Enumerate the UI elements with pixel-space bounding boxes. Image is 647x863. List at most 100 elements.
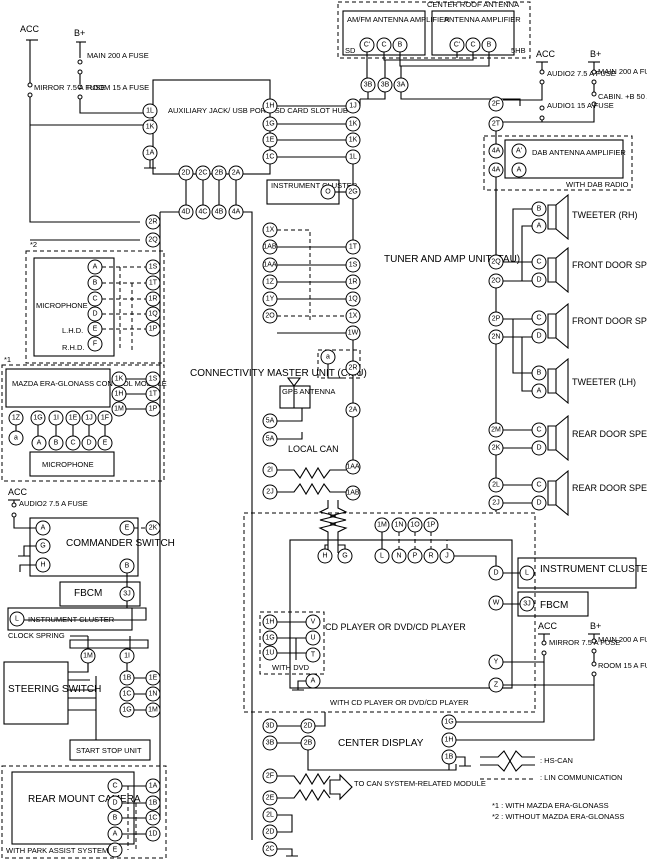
svg-text:4B: 4B	[215, 209, 224, 216]
front-door-rh-label: FRONT DOOR SPEAKER (RH)	[572, 260, 647, 270]
center-display-pins: 3D 3B 2D 2B 1G 1H 1B 2F 2E 2L 2D 2C	[262, 714, 457, 857]
microphone-label-1: MICROPHONE	[36, 301, 88, 310]
svg-text:1AA: 1AA	[346, 464, 360, 471]
legend-lin: : LIN COMMUNICATION	[540, 773, 622, 782]
local-can-label: LOCAL CAN	[288, 444, 339, 454]
svg-text:D: D	[536, 500, 541, 507]
cd-player-label: CD PLAYER OR DVD/CD PLAYER	[325, 622, 466, 632]
svg-text:1Q: 1Q	[148, 311, 158, 318]
svg-text:1S: 1S	[349, 262, 358, 269]
svg-text:A: A	[93, 264, 98, 271]
aux-hub-box	[152, 79, 271, 175]
svg-text:D: D	[493, 570, 498, 577]
svg-text:1X: 1X	[349, 313, 358, 320]
svg-text:C: C	[112, 783, 117, 790]
svg-text:1E: 1E	[266, 137, 275, 144]
instrument-cluster-top-label: INSTRUMENT CLUSTER	[271, 181, 358, 190]
svg-text:2D: 2D	[304, 723, 313, 730]
pin-aux-1l: 1L	[146, 108, 154, 115]
svg-text:A: A	[113, 831, 118, 838]
svg-text:4C: 4C	[199, 209, 208, 216]
svg-text:5A: 5A	[266, 418, 275, 425]
svg-text:2C: 2C	[266, 846, 275, 853]
svg-text:1D: 1D	[149, 831, 158, 838]
svg-text:O: O	[325, 189, 331, 196]
svg-text:1U: 1U	[266, 650, 275, 657]
mic-box	[33, 257, 115, 357]
tweeter-lh-label: TWEETER (LH)	[572, 377, 636, 387]
bplus-label-2: B+	[590, 49, 601, 59]
svg-text:1H: 1H	[115, 391, 124, 398]
mic-pins: A B C D E F 1S 1T 1R 1Q 1P	[87, 259, 161, 352]
svg-text:F: F	[93, 341, 97, 348]
svg-text:2R: 2R	[349, 365, 358, 372]
pin-tau-2f: 2F	[492, 101, 500, 108]
bplus-label-3: B+	[590, 621, 601, 631]
svg-text:A: A	[37, 440, 42, 447]
svg-text:1Y: 1Y	[266, 296, 275, 303]
pin-cmu-2q: 2Q	[148, 237, 158, 244]
svg-text:D: D	[536, 445, 541, 452]
svg-text:1Q: 1Q	[348, 296, 358, 303]
svg-text:C: C	[536, 315, 541, 322]
svg-text:1M: 1M	[114, 406, 124, 413]
svg-text:1J: 1J	[85, 415, 92, 422]
svg-text:1M: 1M	[377, 522, 387, 529]
svg-text:A: A	[537, 223, 542, 230]
antenna-pins: C' C B C' C B 3B 3B 3A	[359, 37, 497, 93]
start-stop-box	[69, 739, 151, 761]
svg-text:Y: Y	[494, 659, 499, 666]
svg-text:B: B	[537, 370, 542, 377]
cd-pins: 1M 1N 1O 1P H G L N P R J	[317, 517, 455, 564]
svg-text:1L: 1L	[349, 154, 357, 161]
svg-text:2A: 2A	[232, 170, 241, 177]
svg-text:4A: 4A	[232, 209, 241, 216]
instrument-cluster-right-label: INSTRUMENT CLUSTER	[540, 564, 647, 575]
svg-text:A: A	[311, 678, 316, 685]
front-door-lh-label: FRONT DOOR SPEAKER (LH)	[572, 316, 647, 326]
svg-text:1K: 1K	[349, 137, 358, 144]
speaker-pins: 2Q 2O 2P 2N 2M 2K 2L 2J	[488, 254, 504, 511]
svg-text:1AA: 1AA	[263, 262, 277, 269]
svg-text:L: L	[15, 616, 19, 623]
steering-switch-box	[3, 661, 69, 725]
star2-label: *2	[30, 240, 37, 249]
main-fuse-label-1: MAIN 200 A FUSE	[87, 51, 149, 60]
note2: *2 : WITHOUT MAZDA ERA-GLONASS	[492, 812, 624, 821]
svg-text:1Z: 1Z	[12, 415, 21, 422]
svg-text:4A: 4A	[492, 167, 501, 174]
microphone-label-2: MICROPHONE	[42, 460, 94, 469]
rear-camera-box	[11, 771, 135, 845]
antenna-amp-label: ANTENNA AMPLIFIER	[444, 15, 521, 24]
svg-text:1S: 1S	[149, 264, 158, 271]
svg-text:1N: 1N	[149, 691, 158, 698]
svg-text:L: L	[525, 570, 529, 577]
era-glonass-label: MAZDA ERA-GLONASS CONTROL MODULE	[12, 379, 167, 388]
svg-text:D: D	[92, 311, 97, 318]
hb5-label: 5HB	[511, 46, 526, 55]
svg-text:2B: 2B	[215, 170, 224, 177]
svg-text:1C: 1C	[149, 815, 158, 822]
park-assist-box	[1, 765, 167, 859]
svg-text:C': C'	[364, 42, 370, 49]
audio1-fuse-label: AUDIO1 15 A FUSE	[547, 101, 614, 110]
acc-label-4: ACC	[8, 487, 28, 497]
fbcm-right-label: FBCM	[540, 600, 568, 611]
svg-text:B: B	[54, 440, 59, 447]
svg-text:1Z: 1Z	[266, 279, 275, 286]
svg-text:G: G	[40, 543, 45, 550]
commander-switch-box	[29, 517, 139, 577]
cmu-mid-pins: 1X 1AB 1AA 1Z 1Y 2O 1T 1S 1R 1Q 1X 1W	[262, 222, 361, 341]
svg-text:3B: 3B	[364, 82, 373, 89]
star1-label: *1	[4, 355, 11, 364]
fbcm-left-label: FBCM	[74, 588, 102, 599]
room-fuse-label-1: ROOM 15 A FUSE	[87, 83, 149, 92]
room-fuse-label-2: ROOM 15 A FUSE	[598, 661, 647, 670]
cmu-top-pins: 1H 1G 1E 1C 1J 1K 1K 1L	[262, 98, 361, 165]
svg-text:3B: 3B	[266, 740, 275, 747]
svg-text:2M: 2M	[491, 427, 501, 434]
svg-text:2C: 2C	[199, 170, 208, 177]
svg-text:1T: 1T	[149, 391, 158, 398]
dab-box	[483, 135, 633, 191]
